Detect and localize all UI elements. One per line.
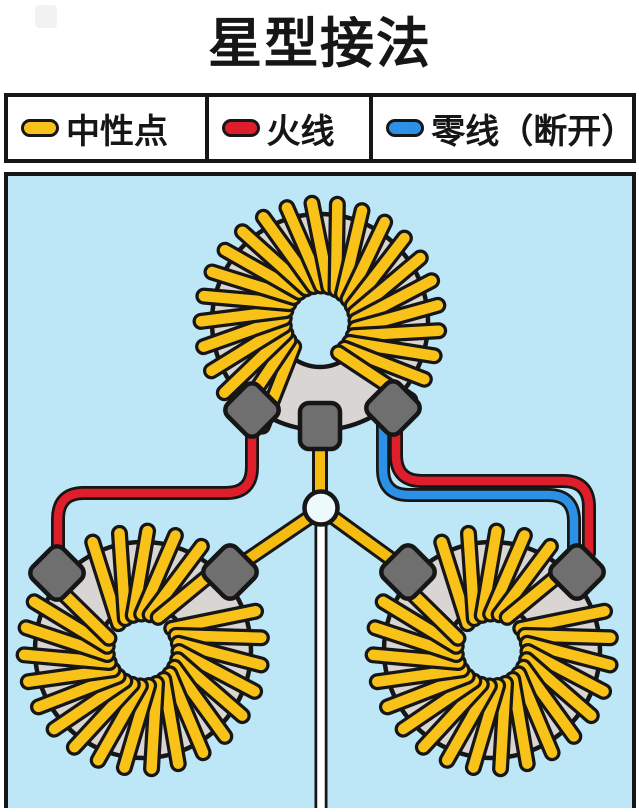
center-tap-terminal	[297, 400, 343, 452]
live-wire-left	[51, 405, 259, 573]
legend-item-neutral-point: 中性点	[8, 97, 205, 159]
legend-item-live-wire: 火线	[204, 97, 370, 159]
page-title: 星型接法	[208, 14, 432, 74]
legend-label-neutral-wire-open: 零线（断开）	[431, 112, 636, 151]
coil-terminals	[28, 379, 606, 602]
neutral-wire-swatch-icon	[386, 119, 425, 137]
live-wire-right	[389, 403, 596, 560]
legend: 中性点 火线 零线（断开）	[4, 93, 636, 163]
live-wire-swatch-icon	[221, 119, 260, 137]
star-diagram-canvas	[15, 194, 619, 808]
watermark-smudge	[35, 5, 57, 28]
coil-top	[192, 194, 448, 435]
coil-bottom-right	[364, 522, 619, 778]
legend-item-neutral-wire-open: 零线（断开）	[369, 97, 636, 159]
legend-label-live-wire: 火线	[266, 112, 335, 151]
coil-bottom-left	[15, 522, 270, 778]
legend-label-neutral-point: 中性点	[66, 112, 168, 151]
star-connection-diagram	[4, 172, 636, 808]
page-header: 星型接法	[0, 0, 640, 93]
neutral-wire-open-path	[376, 403, 581, 564]
neutral-point-swatch-icon	[21, 119, 59, 137]
star-point-junction	[302, 489, 340, 527]
